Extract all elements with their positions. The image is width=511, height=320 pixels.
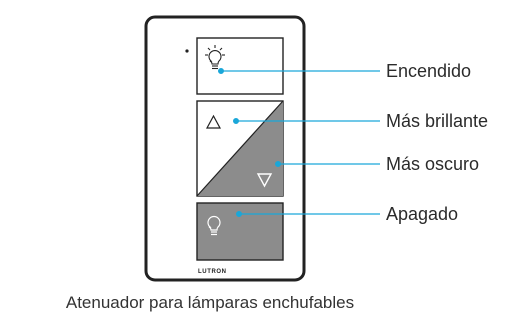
raise-lower-button[interactable] <box>196 100 284 197</box>
callout-dot-off <box>236 211 243 218</box>
label-on: Encendido <box>386 61 472 81</box>
callout-dot-raise <box>233 117 240 124</box>
light-bulb-on-icon <box>205 45 225 70</box>
label-lower: Más oscuro <box>386 154 480 174</box>
caption: Atenuador para lámparas enchufables <box>65 293 355 312</box>
led-indicator <box>185 49 189 53</box>
label-off: Apagado <box>386 204 459 224</box>
callout-lines <box>218 67 380 218</box>
callout-dot-on <box>218 67 225 74</box>
on-button[interactable] <box>196 37 284 95</box>
triangle-down-icon <box>256 173 273 188</box>
brand-logo: LUTRON <box>198 269 227 275</box>
label-raise: Más brillante <box>386 111 489 131</box>
light-bulb-off-icon <box>207 216 221 236</box>
triangle-up-icon <box>205 114 222 129</box>
callout-dot-lower <box>275 161 282 168</box>
